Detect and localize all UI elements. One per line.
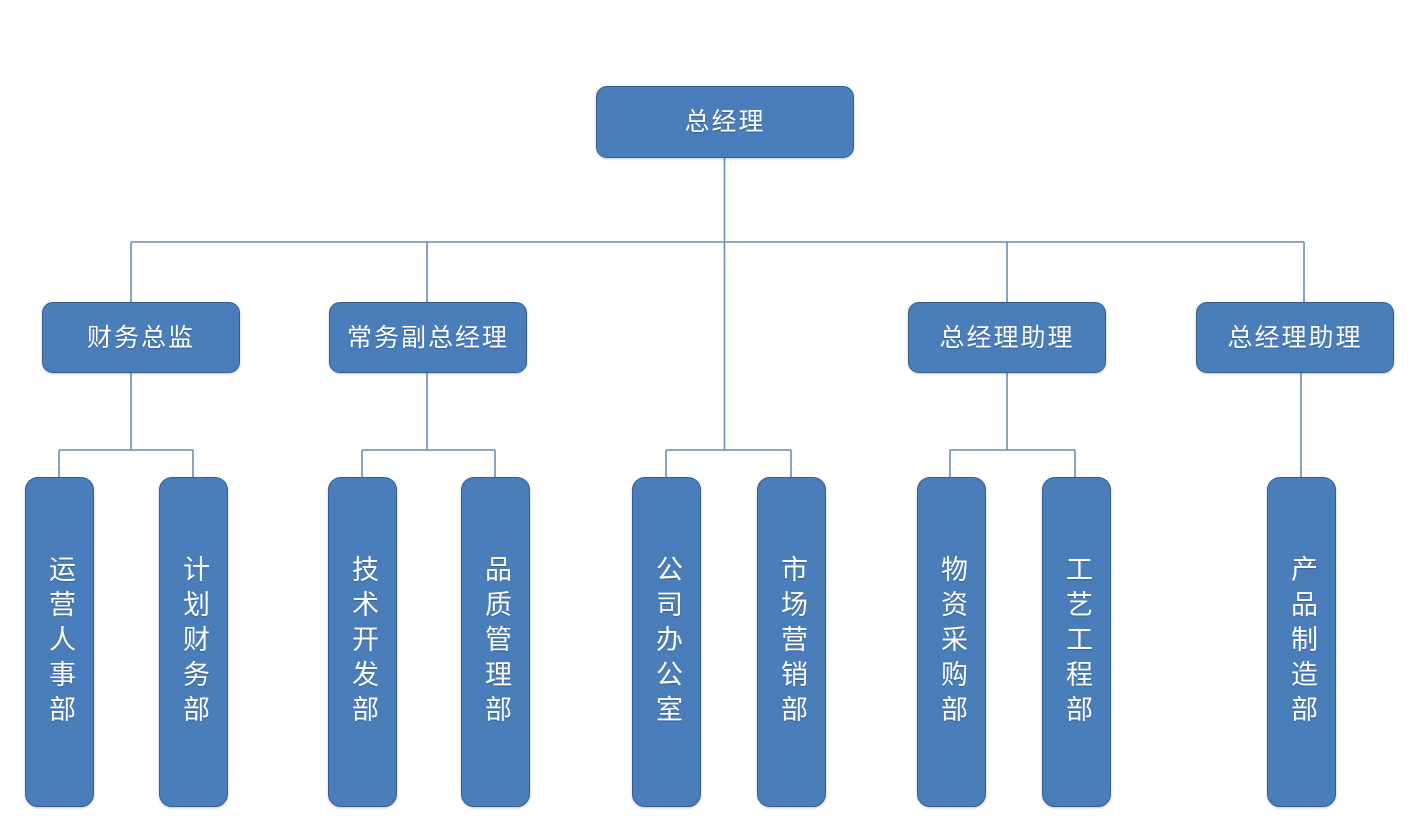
node-dept-procurement-label: 物资采购部	[936, 554, 967, 730]
node-evp-label: 常务副总经理	[346, 322, 509, 352]
node-assistant-2-label: 总经理助理	[1227, 322, 1363, 352]
node-evp[interactable]: 常务副总经理	[329, 302, 527, 373]
node-dept-procurement[interactable]: 物资采购部	[917, 477, 986, 807]
node-dept-company-office-label: 公司办公室	[651, 554, 682, 730]
node-dept-technology-rd[interactable]: 技术开发部	[328, 477, 397, 807]
node-dept-company-office[interactable]: 公司办公室	[632, 477, 701, 807]
node-dept-planning-finance[interactable]: 计划财务部	[159, 477, 228, 807]
node-dept-manufacturing[interactable]: 产品制造部	[1267, 477, 1336, 807]
node-assistant-1-label: 总经理助理	[939, 322, 1075, 352]
node-gm[interactable]: 总经理	[596, 86, 854, 158]
node-dept-operations-hr-label: 运营人事部	[44, 554, 75, 730]
node-gm-label: 总经理	[684, 107, 766, 137]
node-assistant-2[interactable]: 总经理助理	[1196, 302, 1394, 373]
node-dept-quality-management-label: 品质管理部	[480, 554, 511, 730]
node-dept-operations-hr[interactable]: 运营人事部	[25, 477, 94, 807]
node-assistant-1[interactable]: 总经理助理	[908, 302, 1106, 373]
node-dept-quality-management[interactable]: 品质管理部	[461, 477, 530, 807]
node-dept-manufacturing-label: 产品制造部	[1286, 554, 1317, 730]
node-cfo[interactable]: 财务总监	[42, 302, 240, 373]
node-dept-marketing-label: 市场营销部	[776, 554, 807, 730]
node-dept-process-engineering-label: 工艺工程部	[1061, 554, 1092, 730]
node-cfo-label: 财务总监	[86, 322, 195, 352]
node-dept-technology-rd-label: 技术开发部	[347, 554, 378, 730]
node-dept-process-engineering[interactable]: 工艺工程部	[1042, 477, 1111, 807]
node-dept-planning-finance-label: 计划财务部	[178, 554, 209, 730]
node-dept-marketing[interactable]: 市场营销部	[757, 477, 826, 807]
